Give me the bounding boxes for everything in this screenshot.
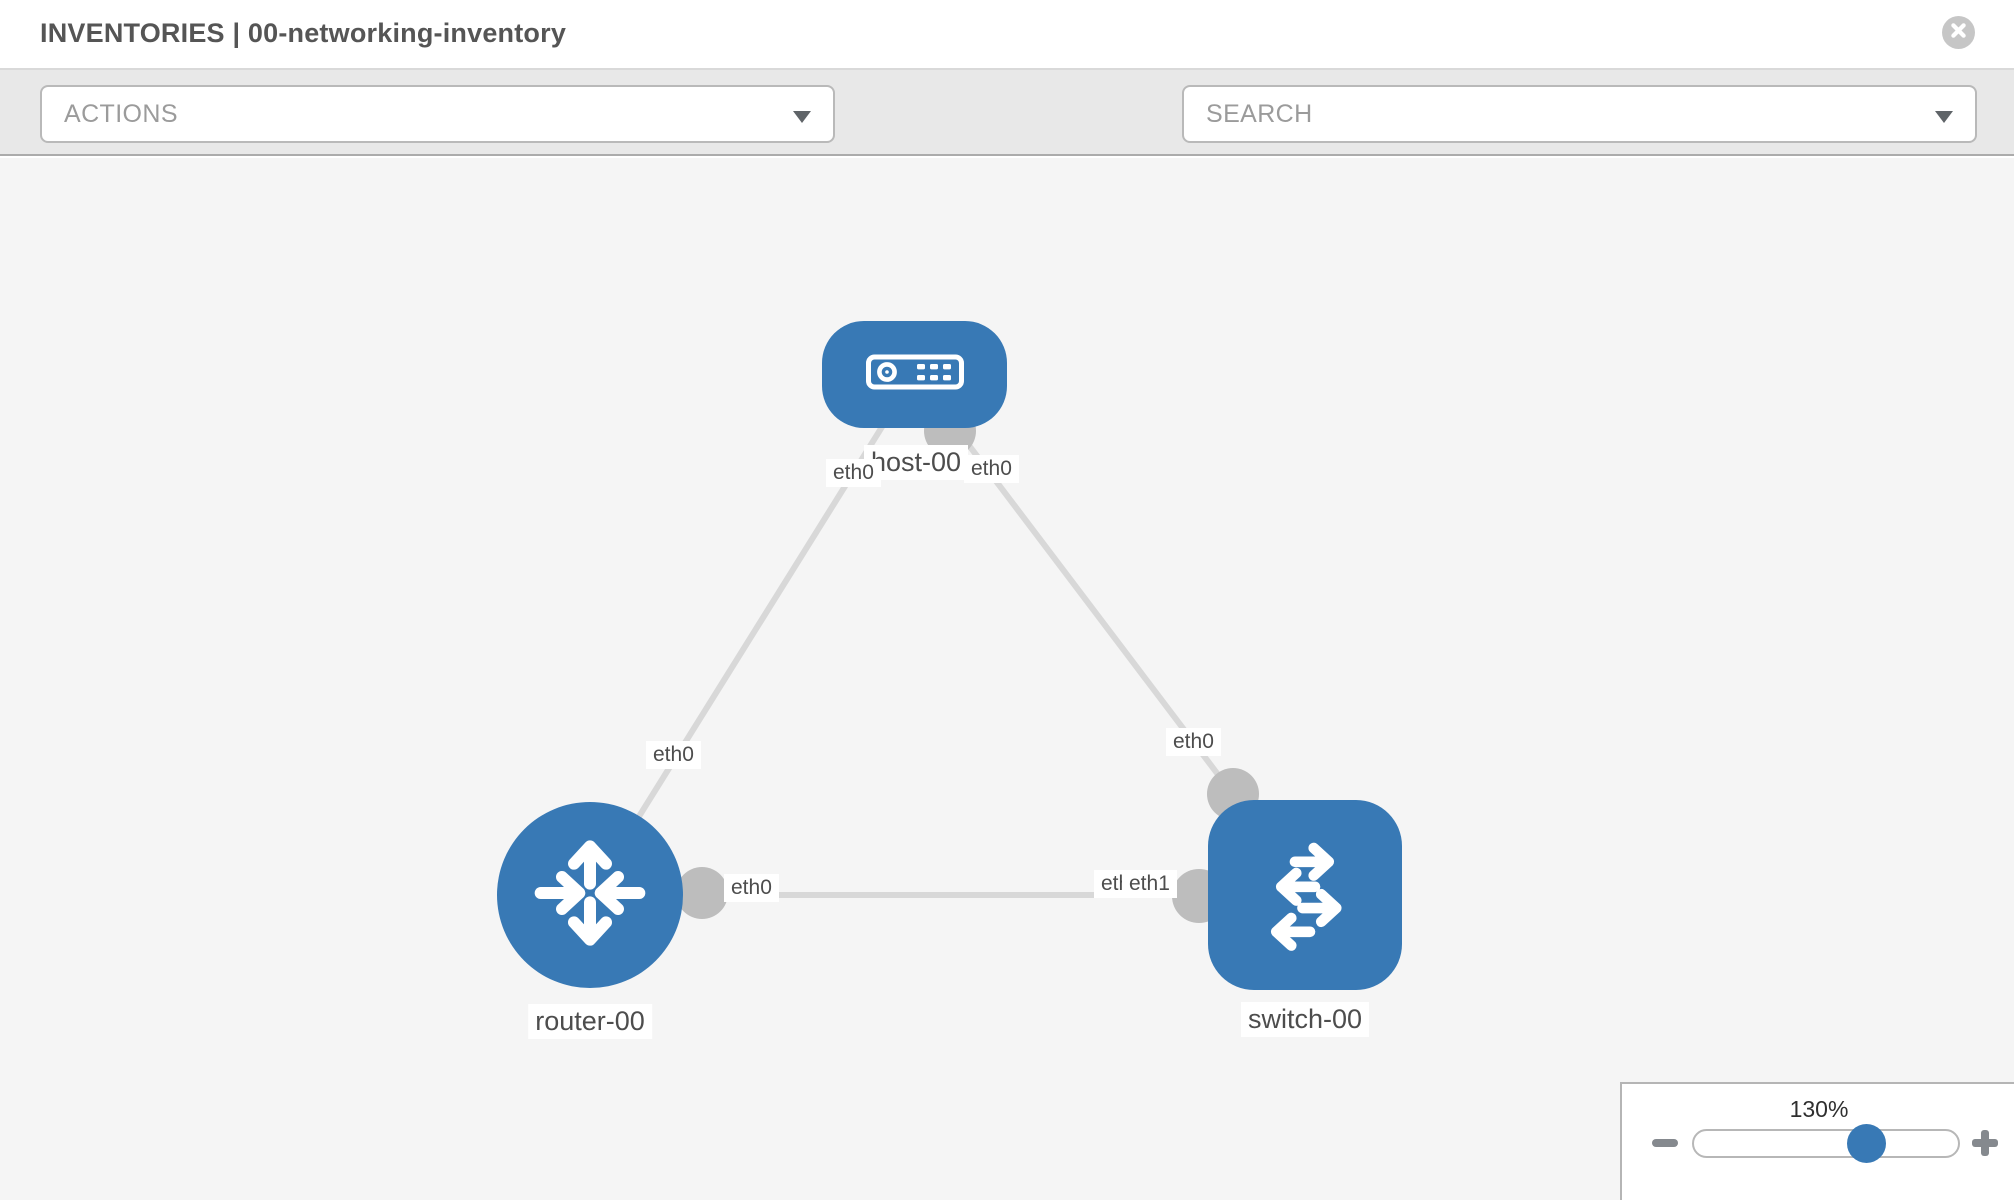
port-router-eth0 xyxy=(676,867,728,919)
host-icon xyxy=(865,353,965,396)
search-dropdown[interactable]: SEARCH xyxy=(1182,85,1977,143)
zoom-out-button[interactable] xyxy=(1652,1139,1678,1147)
node-host-00[interactable] xyxy=(822,321,1007,428)
node-router-00[interactable] xyxy=(497,802,683,988)
node-label-switch: switch-00 xyxy=(1240,1002,1370,1038)
node-label-host: host-00 xyxy=(864,445,969,481)
page-title: INVENTORIES | 00-networking-inventory xyxy=(40,18,567,48)
zoom-panel: 130% xyxy=(1620,1082,2014,1200)
switch-icon xyxy=(1245,833,1365,958)
iface-label-router-top: eth0 xyxy=(646,741,701,770)
search-placeholder: SEARCH xyxy=(1206,99,1313,128)
iface-label-switch-top: eth0 xyxy=(1166,728,1221,757)
iface-label-router-right: eth0 xyxy=(724,874,779,903)
zoom-slider-knob[interactable] xyxy=(1847,1124,1886,1163)
topology-canvas[interactable]: host-00 eth0 eth0 eth0 eth0 eth0 eth0 et… xyxy=(0,158,2014,1200)
actions-dropdown-label: ACTIONS xyxy=(64,99,178,128)
topology-edges xyxy=(587,372,1260,898)
zoom-in-button[interactable] xyxy=(1972,1130,1998,1156)
node-switch-00[interactable] xyxy=(1208,800,1402,990)
iface-label-host-left: eth0 xyxy=(826,459,881,488)
header: INVENTORIES | 00-networking-inventory xyxy=(0,0,2014,70)
close-icon xyxy=(1950,22,1967,44)
node-label-router: router-00 xyxy=(528,1004,652,1040)
iface-label-host-right: eth0 xyxy=(964,455,1019,484)
chevron-down-icon xyxy=(1935,111,1953,123)
actions-dropdown[interactable]: ACTIONS xyxy=(40,85,835,143)
iface-label-switch-left-front: eth1 xyxy=(1122,870,1177,899)
close-button[interactable] xyxy=(1942,16,1975,49)
toolbar: ACTIONS SEARCH xyxy=(0,70,2014,201)
zoom-slider-track[interactable] xyxy=(1692,1124,1960,1163)
chevron-down-icon xyxy=(793,111,811,123)
router-icon xyxy=(526,829,654,962)
zoom-level-label: 130% xyxy=(1789,1096,1849,1122)
